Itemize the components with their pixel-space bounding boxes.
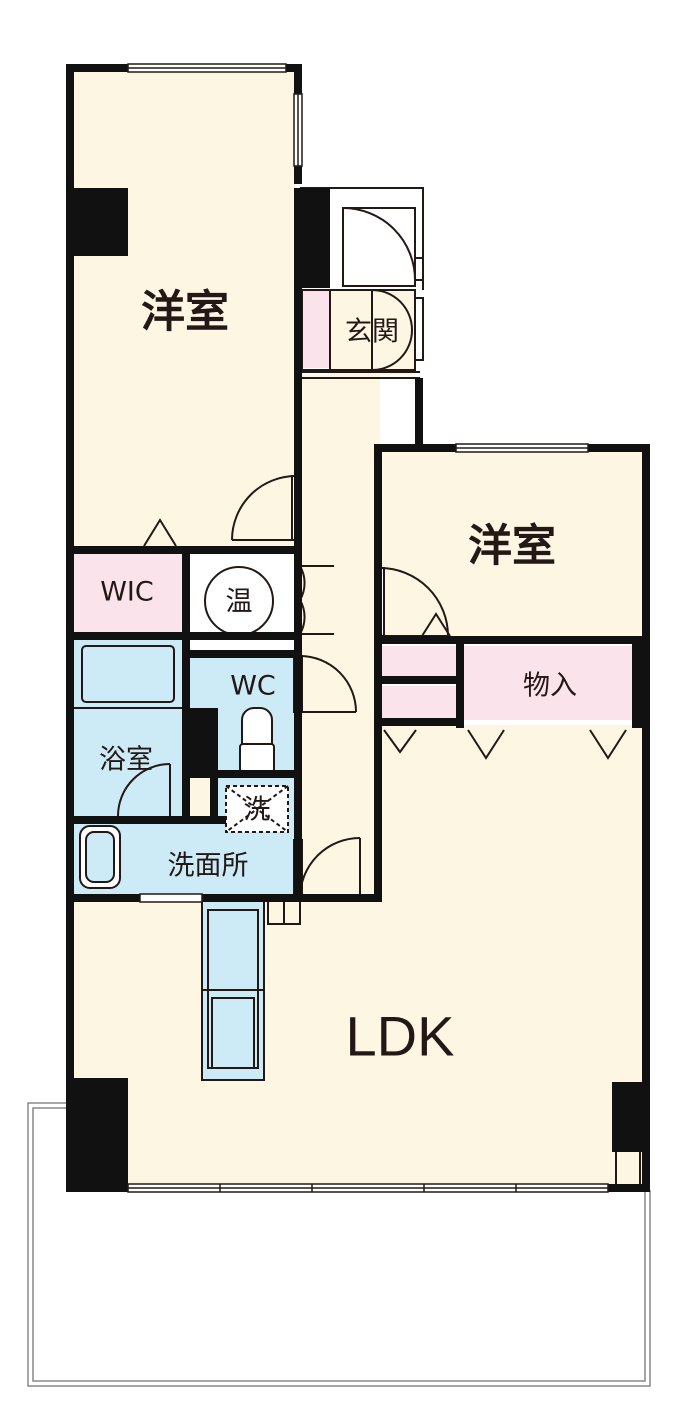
- ldk-label: LDK: [346, 1005, 455, 1068]
- walls: [66, 64, 650, 1192]
- storage-floor: [460, 646, 640, 720]
- western-room-2-label: 洋室: [468, 521, 556, 572]
- fixture-lines: [72, 187, 641, 1189]
- washroom-label: 洗面所: [168, 851, 249, 882]
- shelf-1-floor: [380, 646, 458, 680]
- toilet-label: WC: [230, 671, 276, 702]
- western-room-1-floor: [72, 70, 296, 548]
- wic-label: WIC: [100, 577, 154, 608]
- washing-machine-label: 洗: [244, 795, 271, 826]
- genkan-step: [302, 290, 330, 368]
- windows: [127, 63, 609, 1193]
- wic-floor: [72, 552, 182, 632]
- water-heater-label: 温: [226, 587, 253, 618]
- balcony: [27, 1102, 651, 1387]
- bathroom-label: 浴室: [99, 745, 153, 776]
- western-room-1-label: 洋室: [141, 287, 229, 338]
- shelf-2-floor: [380, 686, 458, 720]
- entrance-label: 玄関: [345, 317, 399, 348]
- storage-label: 物入: [523, 671, 577, 702]
- floor-fills: [72, 70, 642, 1190]
- western-room-2-floor: [380, 450, 642, 640]
